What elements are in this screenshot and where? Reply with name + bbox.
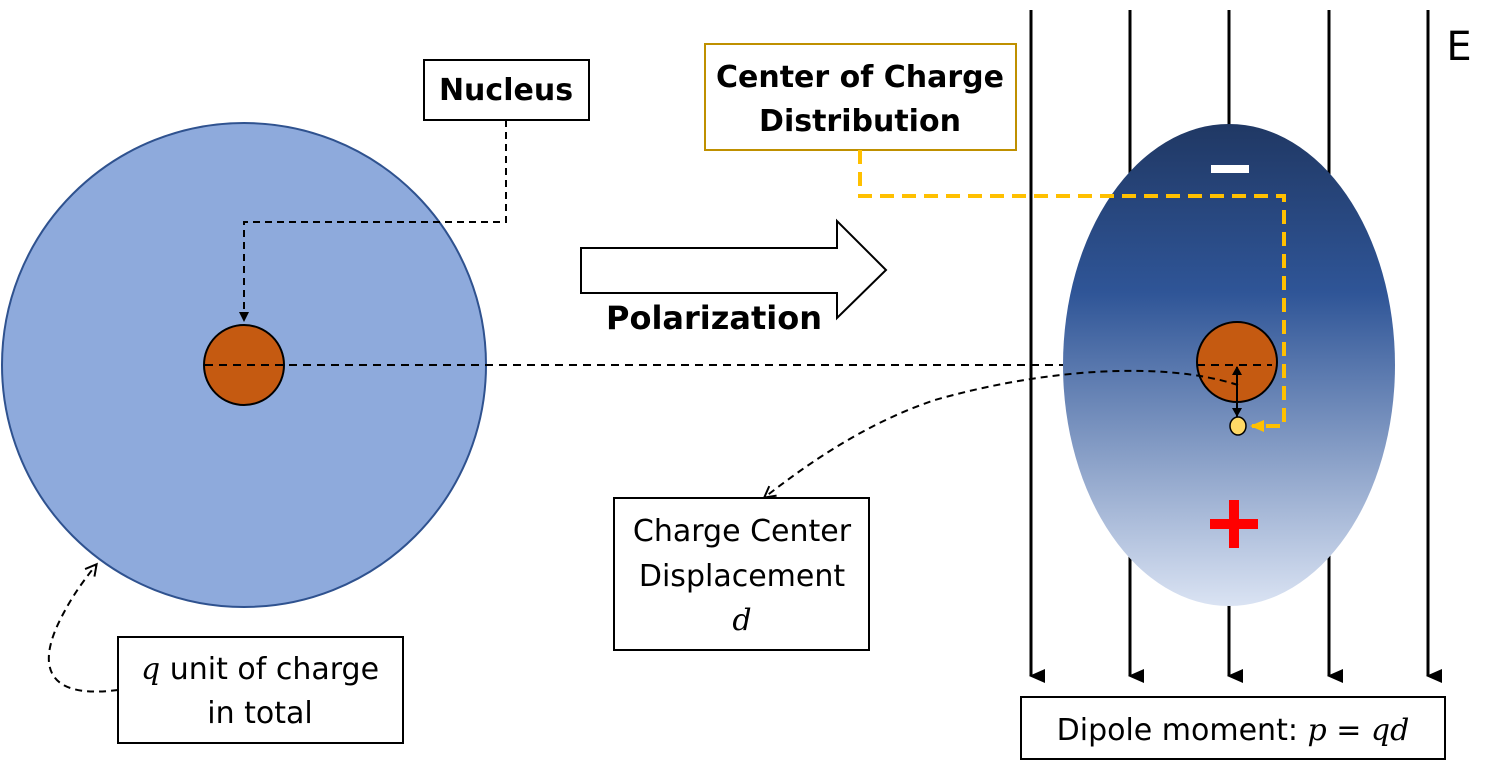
dipole-moment-box (1020, 696, 1446, 760)
nucleus-label-box (423, 59, 590, 121)
charge-total-label-line2: in total (207, 696, 312, 731)
displacement-label-line2: Displacement (639, 559, 845, 594)
field-label: E (1446, 24, 1471, 70)
charge-total-label-box (117, 636, 404, 744)
center-of-charge-leader-line (858, 150, 1286, 432)
center-of-charge-label-line2: Distribution (759, 104, 961, 139)
dipole-moment-label: Dipole moment: p = qd (1057, 713, 1410, 748)
displacement-leader-line (765, 369, 1239, 497)
nucleus-left (203, 324, 285, 406)
charge-total-var: q (141, 652, 160, 687)
dipole-qd: qd (1371, 713, 1409, 748)
dipole-p: p (1307, 713, 1326, 748)
nucleus-label: Nucleus (439, 73, 573, 108)
charge-total-line1-rest: unit of charge (160, 652, 379, 687)
polarization-arrow (580, 218, 888, 321)
charge-center-marker (1229, 416, 1247, 436)
displacement-label-line1: Charge Center (633, 514, 852, 549)
charge-total-label-line1: q unit of charge (141, 652, 379, 687)
plus-sign (1210, 500, 1258, 548)
displacement-label-box (613, 497, 870, 651)
charge-total-leader-line (47, 565, 119, 693)
center-of-charge-label-line1: Center of Charge (716, 60, 1004, 95)
nucleus-leader-line (239, 120, 507, 322)
dipole-prefix: Dipole moment: (1057, 713, 1308, 748)
minus-sign (1211, 165, 1249, 173)
polarization-label: Polarization (606, 299, 822, 337)
dipole-eq: = (1327, 713, 1371, 748)
displacement-label-var: d (732, 603, 751, 638)
